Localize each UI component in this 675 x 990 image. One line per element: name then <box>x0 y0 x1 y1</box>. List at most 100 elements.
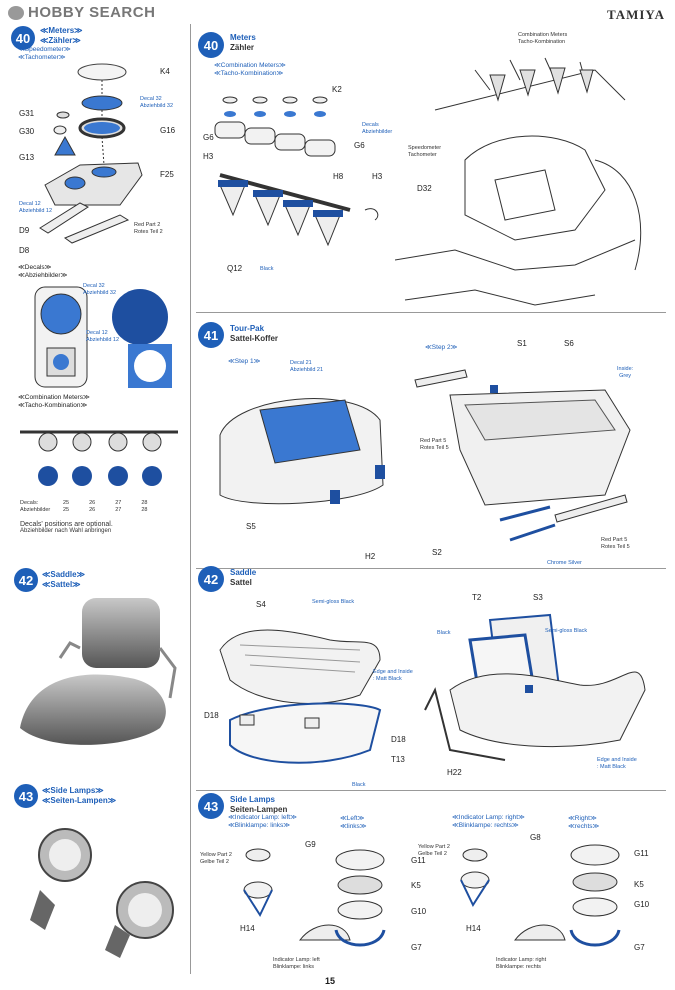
part-g7-left: G7 <box>411 943 422 952</box>
part-k5-left: K5 <box>411 881 421 890</box>
part-f25: F25 <box>160 170 174 179</box>
yellow-de: Gelbe Teil 2 <box>200 859 229 865</box>
title-en: ≪Combination Meters≫ <box>18 394 90 401</box>
left-title: ≪Left≫ ≪links≫ <box>340 815 367 831</box>
red-en: Red Part 2 <box>134 222 161 228</box>
logo-icon <box>8 5 24 20</box>
inside-en: Inside: <box>617 366 634 372</box>
right-step40-title: Meters Zähler <box>230 33 256 53</box>
cap-en: Indicator Lamp: left <box>273 957 320 963</box>
decal-en: Decal 12 <box>86 330 108 336</box>
red-part-5-left: Red Part 5 Rotes Teil 5 <box>420 438 449 452</box>
sub-en: ≪Speedometer≫ <box>18 46 71 53</box>
yellow-part-right: Yellow Part 2 Gelbe Teil 2 <box>418 844 450 858</box>
left-step42-title: ≪Saddle≫ ≪Sattel≫ <box>42 570 85 590</box>
step1-label: ≪Step 1≫ <box>228 358 261 365</box>
decal-en: Decal 21 <box>290 360 312 366</box>
title-de: ≪links≫ <box>340 823 367 830</box>
part-h3-right: H3 <box>372 172 383 181</box>
edge-color: : Matt Black <box>597 764 626 770</box>
combo-numbers-row1: 25 26 27 28 <box>63 500 148 507</box>
saddle-backrest-drawing <box>424 613 646 761</box>
side-lamp-right-drawing <box>460 844 621 947</box>
num: 25 <box>63 500 70 506</box>
left-step40-title: ≪Meters≫ ≪Zähler≫ <box>40 26 83 46</box>
part-t13: T13 <box>391 755 405 764</box>
part-t2: T2 <box>472 593 482 602</box>
label-en: Decals: <box>20 500 39 506</box>
edge-en: Edge and Inside <box>373 669 413 675</box>
title-en: ≪Right≫ <box>568 815 597 822</box>
title-en: ≪Combination Meters≫ <box>214 62 286 69</box>
step-43-badge-right: 43 <box>198 793 224 819</box>
inside-color: Grey <box>619 373 632 379</box>
side-lamps-photo <box>30 828 174 958</box>
title-en: ≪Decals≫ <box>18 264 52 271</box>
part-s3: S3 <box>533 593 543 602</box>
hrule-1 <box>196 312 666 313</box>
cap-de: Blinklampe: rechts <box>496 964 541 970</box>
edge-color: : Matt Black <box>373 676 402 682</box>
title-de: ≪Zähler≫ <box>40 36 81 45</box>
part-h14-left: H14 <box>240 924 255 933</box>
part-s2: S2 <box>432 548 442 557</box>
saddle-assembly-drawing <box>219 629 382 764</box>
part-h22: H22 <box>447 768 462 777</box>
part-k2: K2 <box>332 85 342 94</box>
title-de: Zähler <box>230 43 255 52</box>
title-de: ≪Blinklampe: rechts≫ <box>452 822 519 829</box>
part-g8: G8 <box>530 833 541 842</box>
combo-subtitle: ≪Combination Meters≫ ≪Tacho-Kombination≫ <box>18 394 90 410</box>
hrule-3 <box>196 790 666 791</box>
part-g6-left: G6 <box>203 133 214 142</box>
speedo-de: Tachometer <box>408 152 437 158</box>
speedo-en: Speedometer <box>408 145 442 151</box>
title-en: ≪Side Lamps≫ <box>42 786 104 795</box>
chrome-silver-label: Chrome Silver <box>547 560 582 566</box>
decal-en: Decal 12 <box>19 201 41 207</box>
step-43-badge-left: 43 <box>14 784 38 808</box>
decals-de: Abziehbilder <box>362 129 393 135</box>
decal-en: Decal 32 <box>83 283 105 289</box>
decal-de: Abziehbild 12 <box>19 208 53 214</box>
title-en: ≪Left≫ <box>340 815 365 822</box>
part-g30: G30 <box>19 127 35 136</box>
speedometer-assembly-drawing <box>39 63 143 244</box>
tour-pak-lid-drawing <box>219 398 385 505</box>
black-label: Black <box>260 266 274 272</box>
label-de: Abziehbilder <box>20 507 51 513</box>
right-title: ≪Right≫ ≪rechts≫ <box>568 815 599 831</box>
decals-illustration <box>34 286 172 388</box>
num: 28 <box>141 507 148 513</box>
part-g16: G16 <box>160 126 176 135</box>
num: 26 <box>89 500 96 506</box>
page-number: 15 <box>325 976 336 986</box>
saddle-photo <box>20 598 177 745</box>
note-de: Abziehbilder nach Wahl anbringen <box>20 528 112 534</box>
cap-left: Indicator Lamp: left Blinklampe: links <box>273 957 320 971</box>
title-en: Side Lamps <box>230 795 275 804</box>
part-g13: G13 <box>19 153 35 162</box>
title-en: Saddle <box>230 568 257 577</box>
title-de: Sattel <box>230 578 252 587</box>
title-en: ≪Saddle≫ <box>42 570 85 579</box>
yellow-en: Yellow Part 2 <box>200 852 232 858</box>
part-s4: S4 <box>256 600 266 609</box>
decal-32b-label: Decal 32 Abziehbild 32 <box>83 283 116 297</box>
decals-en: Decals <box>362 122 379 128</box>
red-en: Red Part 5 <box>420 438 447 444</box>
hrule-2 <box>196 568 666 569</box>
num: 25 <box>63 507 70 513</box>
title-de: ≪Abziehbilder≫ <box>18 272 68 279</box>
part-g10-left: G10 <box>411 907 427 916</box>
decal-en: Decal 32 <box>140 96 162 102</box>
decal-de: Abziehbild 21 <box>290 367 324 373</box>
part-d32: D32 <box>417 184 432 193</box>
speedometer-callout: Speedometer Tachometer <box>408 145 441 159</box>
part-k4: K4 <box>160 67 170 76</box>
motorcycle-front-drawing <box>395 57 642 306</box>
decal-32-label: Decal 32 Abziehbild 32 <box>140 96 173 110</box>
part-g6-right: G6 <box>354 141 365 150</box>
inside-grey-label: Inside: Grey <box>617 366 633 380</box>
speedometer-subtitle: ≪Speedometer≫ ≪Tachometer≫ <box>18 46 71 62</box>
